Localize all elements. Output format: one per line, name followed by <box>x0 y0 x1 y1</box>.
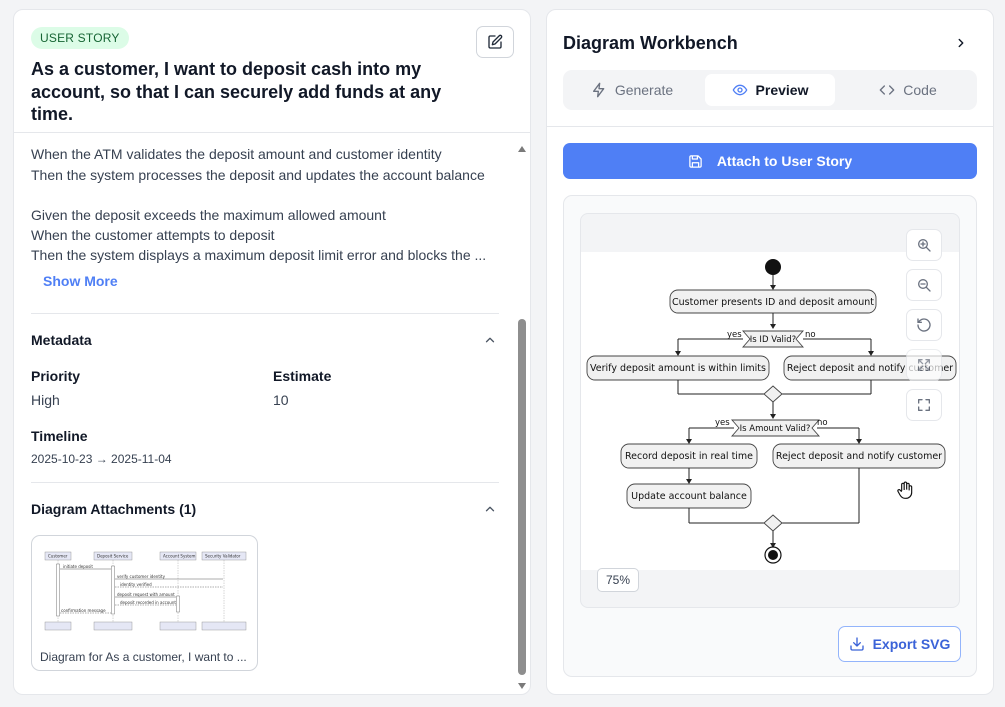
edit-icon <box>488 34 503 49</box>
chevron-right-icon[interactable] <box>954 36 968 50</box>
edit-button[interactable] <box>476 26 514 58</box>
fullscreen-icon <box>918 399 930 411</box>
scroll-up-arrow-icon[interactable] <box>517 145 527 153</box>
rotate-ccw-icon <box>917 318 931 332</box>
fullscreen-button[interactable] <box>906 389 942 421</box>
show-more-link[interactable]: Show More <box>43 273 118 289</box>
diagram-workbench-panel: Diagram Workbench Generate Preview Code … <box>546 9 994 695</box>
criteria-line: Given the deposit exceeds the maximum al… <box>31 207 386 223</box>
thumb-participant: Customer <box>48 554 68 559</box>
eye-icon <box>732 84 747 96</box>
node-label: Update account balance <box>631 491 747 502</box>
lightning-icon <box>592 82 605 98</box>
activity-diagram[interactable]: Customer presents ID and deposit amount … <box>581 252 960 570</box>
merge-node <box>763 514 783 532</box>
divider <box>31 482 499 483</box>
branch-label: no <box>805 330 816 340</box>
node-label: Customer presents ID and deposit amount <box>672 297 874 308</box>
estimate-label: Estimate <box>273 368 332 384</box>
timeline-label: Timeline <box>31 428 88 444</box>
chevron-up-icon[interactable] <box>483 333 497 347</box>
metadata-title: Metadata <box>31 332 92 348</box>
attach-label: Attach to User Story <box>716 153 853 169</box>
hand-cursor-icon <box>897 481 913 499</box>
zoom-in-button[interactable] <box>906 229 942 261</box>
thumb-message: verify customer identity <box>117 574 166 579</box>
branch-label: no <box>817 418 828 428</box>
priority-value: High <box>31 392 60 408</box>
zoom-in-icon <box>918 239 931 252</box>
user-story-panel: USER STORY As a customer, I want to depo… <box>13 9 531 695</box>
thumb-message: deposit recorded in account <box>120 600 176 605</box>
export-svg-button[interactable]: Export SVG <box>838 626 961 662</box>
criteria-line: Then the system displays a maximum depos… <box>31 247 487 263</box>
tab-label: Preview <box>755 82 809 98</box>
story-title: As a customer, I want to deposit cash in… <box>31 59 442 124</box>
node-label: Reject deposit and notify customer <box>776 451 942 462</box>
story-details-scroll[interactable]: When the ATM validates the deposit amoun… <box>14 134 530 694</box>
divider <box>31 313 499 314</box>
priority-label: Priority <box>31 368 81 384</box>
attachment-caption: Diagram for As a customer, I want to ... <box>40 650 247 664</box>
thumb-participant: Deposit Service <box>97 554 129 559</box>
attachments-title: Diagram Attachments (1) <box>31 501 197 517</box>
thumb-message: deposit request with amount <box>117 592 175 597</box>
preview-container: Customer presents ID and deposit amount … <box>563 195 977 677</box>
thumb-message: initiate deposit <box>63 564 93 569</box>
code-icon <box>879 85 895 95</box>
start-node <box>765 259 781 275</box>
timeline-value: 2025-10-23 → 2025-11-04 <box>31 452 172 466</box>
reset-view-button[interactable] <box>906 309 942 341</box>
download-icon <box>849 637 864 651</box>
tab-code[interactable]: Code <box>843 74 973 106</box>
thumb-message: confirmation message <box>61 608 106 613</box>
decision-label: Is Amount Valid? <box>740 424 811 434</box>
story-header: USER STORY As a customer, I want to depo… <box>14 10 530 133</box>
fit-to-screen-button[interactable] <box>906 349 942 381</box>
thumb-participant: Security Validator <box>205 554 241 559</box>
decision-node <box>742 330 804 348</box>
user-story-badge: USER STORY <box>31 27 129 49</box>
node-label: Reject deposit and notify customer <box>787 363 953 374</box>
criteria-line: When the customer attempts to deposit <box>31 227 275 243</box>
branch-label: yes <box>715 418 730 428</box>
thumb-message: identity verified <box>120 582 152 587</box>
attach-to-user-story-button[interactable]: Attach to User Story <box>563 143 977 179</box>
zoom-out-button[interactable] <box>906 269 942 301</box>
tab-preview[interactable]: Preview <box>705 74 835 106</box>
diagram-canvas[interactable]: Customer presents ID and deposit amount … <box>580 213 960 608</box>
branch-label: yes <box>727 330 742 340</box>
diagram-attachment-card[interactable]: Customer Deposit Service Account System … <box>31 535 258 671</box>
criteria-line: Then the system processes the deposit an… <box>31 167 485 183</box>
sequence-diagram-thumbnail: Customer Deposit Service Account System … <box>42 546 248 636</box>
decision-node <box>731 419 820 437</box>
tab-generate[interactable]: Generate <box>567 74 697 106</box>
fit-screen-icon <box>918 359 930 371</box>
diagram-area: Customer presents ID and deposit amount … <box>581 252 960 570</box>
chevron-up-icon[interactable] <box>483 502 497 516</box>
zoom-level-indicator: 75% <box>597 568 640 592</box>
tab-label: Code <box>903 82 937 98</box>
workbench-title: Diagram Workbench <box>563 33 738 53</box>
criteria-line: When the ATM validates the deposit amoun… <box>31 146 442 162</box>
scroll-down-arrow-icon[interactable] <box>517 682 527 690</box>
decision-label: Is ID Valid? <box>750 335 796 345</box>
node-label: Verify deposit amount is within limits <box>590 363 766 374</box>
zoom-out-icon <box>918 279 931 292</box>
divider <box>547 126 993 127</box>
export-label: Export SVG <box>872 636 951 652</box>
save-icon <box>689 154 702 168</box>
merge-node <box>763 385 783 403</box>
node-label: Record deposit in real time <box>625 451 753 462</box>
workbench-tabs: Generate Preview Code <box>563 70 977 110</box>
estimate-value: 10 <box>273 392 289 408</box>
thumb-participant: Account System <box>163 554 195 559</box>
tab-label: Generate <box>614 82 674 98</box>
scrollbar-thumb[interactable] <box>518 319 526 675</box>
scrollbar[interactable] <box>517 145 527 690</box>
